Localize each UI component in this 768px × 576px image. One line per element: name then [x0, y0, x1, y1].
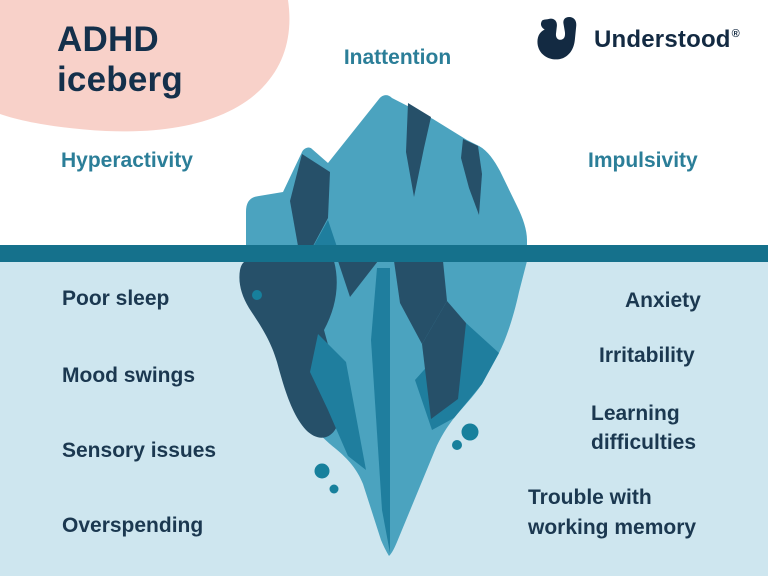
- bubble: [461, 423, 479, 441]
- label-poor-sleep: Poor sleep: [62, 287, 170, 310]
- bubble: [452, 440, 462, 450]
- brand-name-text: Understood: [594, 25, 731, 53]
- label-sensory-issues: Sensory issues: [62, 439, 217, 462]
- iceberg-crevasse-left-shadow: [313, 220, 337, 247]
- iceberg-crevasse-left: [290, 154, 330, 246]
- label-learning-difficulties: Learning difficulties: [591, 402, 697, 454]
- label-inattention: Inattention: [343, 46, 452, 69]
- pink-blob-shape: [0, 0, 290, 132]
- waterline-band: [0, 245, 768, 262]
- iceberg-above-water-body: [246, 95, 527, 247]
- iceberg-underwater-dark-right-facet: [422, 301, 466, 419]
- label-overspending: Overspending: [62, 514, 204, 537]
- iceberg-underwater-dark-center-facet: [394, 261, 447, 344]
- iceberg-underwater-mid-left-facet: [310, 334, 366, 470]
- label-irritability: Irritability: [599, 344, 695, 367]
- brand-name: Understood®: [594, 26, 740, 54]
- iceberg-crevasse-right: [461, 139, 482, 215]
- label-anxiety: Anxiety: [625, 289, 701, 312]
- iceberg-underwater-dark-triangle: [338, 261, 378, 297]
- iceberg-crevasse-peak: [406, 103, 431, 197]
- label-mood-swings: Mood swings: [62, 364, 195, 387]
- title-line-2: iceberg: [57, 59, 183, 99]
- page-title: ADHD iceberg: [57, 20, 183, 99]
- iceberg-spike-shading: [371, 268, 390, 553]
- understood-u-icon: [537, 16, 577, 60]
- label-hyperactivity: Hyperactivity: [61, 149, 193, 172]
- registered-trademark: ®: [731, 27, 740, 40]
- label-trouble-working-memory: Trouble with working memory: [528, 486, 697, 539]
- label-impulsivity: Impulsivity: [588, 149, 698, 172]
- bubble: [314, 463, 330, 479]
- iceberg-underwater-dark-left-facet: [239, 261, 340, 438]
- bubble: [329, 484, 339, 494]
- brand-logo: Understood®: [535, 16, 740, 63]
- bubble: [252, 290, 262, 300]
- title-line-1: ADHD: [57, 20, 159, 59]
